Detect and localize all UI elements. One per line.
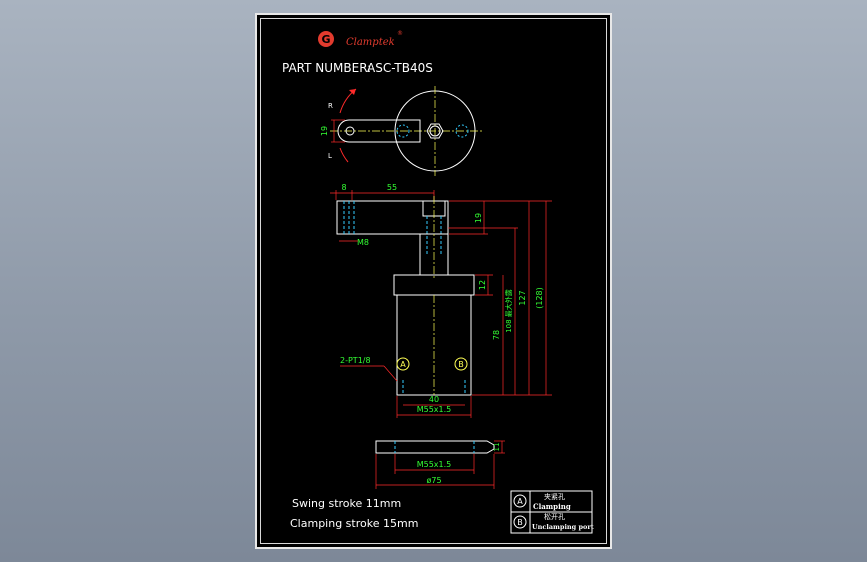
port-hole-right — [455, 124, 469, 138]
piston-rod-end — [429, 125, 441, 137]
swing-stroke-note: Swing stroke 11mm — [292, 497, 401, 510]
drawing-sheet — [255, 13, 612, 549]
nut-view: 11 M55x1.5 ø75 — [375, 440, 505, 489]
table-symbol-b-circle — [513, 515, 527, 529]
rotation-l-label: L — [328, 152, 332, 160]
clamp-arm-side — [336, 200, 449, 235]
logo-mark-letter: G — [321, 33, 330, 46]
port-note-leader — [383, 365, 398, 382]
port-table: A 夹紧孔 Clamping B 松开孔 Unclamping port — [510, 490, 594, 534]
clamptek-logo: G Clamptek ® — [318, 30, 403, 48]
port-a-circle — [396, 357, 410, 371]
clamp-arm-top — [337, 119, 421, 143]
table-a-cn: 夹紧孔 — [544, 492, 565, 501]
nut-dia-text: ø75 — [426, 476, 441, 485]
rotation-r-label: R — [328, 102, 333, 110]
arm-hole — [345, 126, 355, 136]
sheet-inner-border — [260, 18, 607, 544]
port-b-circle — [454, 357, 468, 371]
table-symbol-a-circle — [513, 494, 527, 508]
top-view: R L 19 — [320, 86, 482, 176]
dim-55-text: 55 — [387, 183, 397, 192]
table-a-en: Clamping — [533, 502, 571, 511]
port-note: 2-PT1/8 — [340, 356, 371, 365]
table-symbol-a: A — [517, 497, 523, 506]
logo-registered: ® — [397, 30, 403, 37]
table-b-cn: 松开孔 — [544, 512, 565, 521]
dim-128-text: (128) — [535, 287, 544, 309]
hex-nut-icon — [426, 123, 444, 139]
part-number-label: PART NUMBER: — [282, 61, 371, 75]
dim-40-text: 40 — [429, 395, 439, 404]
dim-19-top-text: 19 — [320, 126, 329, 136]
dim-12-text: 12 — [478, 280, 487, 290]
thread-m8-label: M8 — [357, 238, 369, 247]
dim-78-text: 78 — [492, 330, 501, 340]
clamping-stroke-note: Clamping stroke 15mm — [290, 517, 418, 530]
port-hole-left — [396, 124, 410, 138]
dim-127-text: 127 — [518, 290, 527, 305]
port-a-label: A — [400, 360, 406, 369]
dim-11-text: 11 — [493, 443, 501, 452]
table-symbol-b: B — [517, 518, 523, 527]
dim-19-side-text: 19 — [474, 213, 483, 223]
dim-108-text: 108 最大外露 — [504, 289, 513, 333]
dim-m55-text: M55x1.5 — [417, 405, 452, 414]
port-b-label: B — [458, 360, 464, 369]
table-b-en: Unclamping port — [532, 523, 594, 531]
lock-nut — [375, 440, 495, 454]
swing-arrow-icon — [349, 89, 356, 95]
logo-brand: Clamptek — [346, 37, 395, 48]
dim-8-text: 8 — [341, 183, 346, 192]
logo-mark-icon — [318, 31, 334, 47]
part-number-value: ASC-TB40S — [367, 61, 433, 75]
side-view: 8 55 M8 A B 2-PT1/8 19 — [330, 183, 552, 418]
nut-thread-text: M55x1.5 — [417, 460, 452, 469]
swing-arc-bottom — [339, 147, 349, 163]
